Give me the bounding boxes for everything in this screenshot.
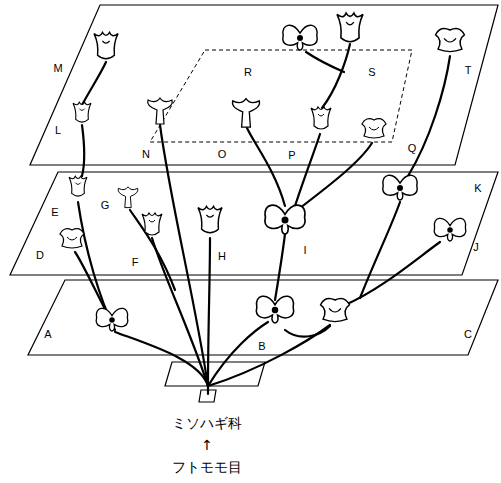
flower-letter: E [51,206,58,218]
flower-letter: L [55,124,61,136]
flower-letter: G [101,199,110,211]
flower-letter: R [244,66,252,78]
flower-letter: N [142,148,150,160]
flower-letter: P [288,149,295,161]
flower-letter: F [132,256,139,268]
flower-letter: D [36,249,44,261]
branch-lines [75,44,450,394]
flower-letter: A [44,328,51,340]
flower-letter: S [368,66,375,78]
flower-letter: T [465,64,472,76]
flower-letter: C [464,328,472,340]
flower-drawings [60,13,466,331]
flower-letter: H [218,250,226,262]
flower-letter: K [474,182,481,194]
order-name: フトモモ目 [172,460,242,475]
flower-letter: O [218,148,227,160]
flower-letter: Q [408,142,417,154]
flower-letter: J [473,241,479,253]
family-name: ミソハギ科 [172,416,242,431]
flower-letter: B [258,340,265,352]
layer-planes [10,5,498,402]
flower-letter: I [303,244,306,256]
flower-letter: M [53,62,62,74]
arrow-glyph: ↑ [201,438,213,453]
